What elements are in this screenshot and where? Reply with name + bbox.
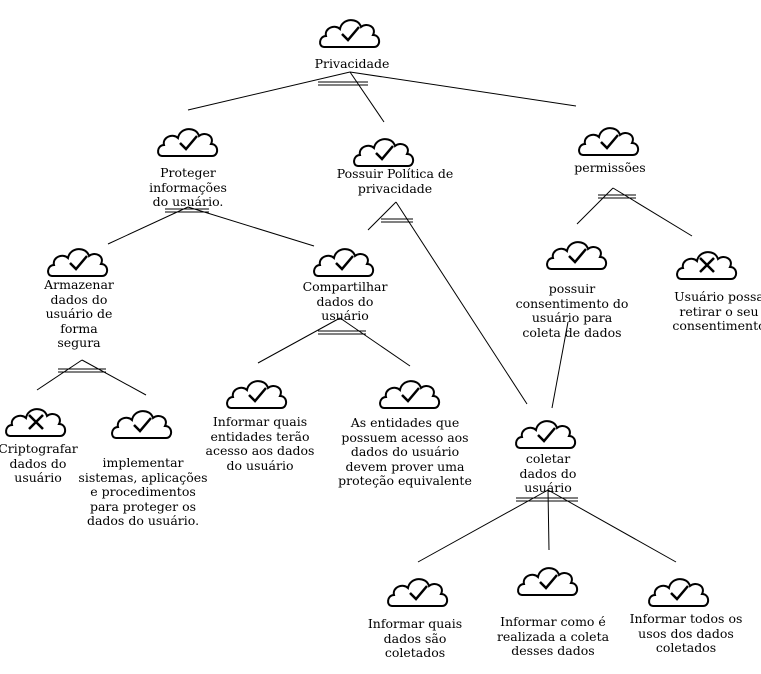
cloud-icon [517, 567, 579, 596]
cloud-icon [313, 248, 375, 277]
label-politica: Possuir Política de privacidade [336, 166, 454, 196]
connector-line [547, 489, 677, 563]
cross-icon [28, 414, 44, 430]
cloud-icon [157, 128, 219, 157]
connector-line [81, 359, 147, 396]
cloud-check-icon [319, 19, 381, 48]
cloud-check-icon [515, 420, 577, 449]
connector-line [367, 201, 397, 231]
connector-line [547, 489, 550, 551]
check-icon [670, 585, 689, 601]
cloud-check-icon [353, 138, 415, 167]
label-permissoes: permissões [574, 160, 646, 175]
cloud-icon [47, 248, 109, 277]
label-proteger: Proteger informações do usuário. [149, 165, 227, 209]
cloud-icon [111, 410, 173, 439]
check-icon [600, 134, 619, 150]
cloud-icon [546, 241, 608, 270]
connector-line [187, 206, 315, 247]
check-icon [375, 145, 394, 161]
connector-line [187, 71, 351, 111]
label-retirar: Usuário possa retirar o seu consentiment… [672, 289, 761, 333]
label-criptografar: Criptografar dados do usuário [0, 441, 78, 485]
cloud-icon [515, 420, 577, 449]
check-icon [568, 248, 587, 264]
connector-line [349, 71, 577, 107]
label-informar-usos: Informar todos os usos dos dados coletad… [629, 611, 743, 655]
label-informar-como: Informar como é realizada a coleta desse… [496, 614, 610, 658]
label-armazenar: Armazenar dados do usuário de forma segu… [44, 277, 114, 350]
connector-line [551, 321, 569, 409]
check-icon [335, 255, 354, 271]
check-icon [133, 417, 152, 433]
check-icon [409, 585, 428, 601]
check-icon [69, 255, 88, 271]
connector-line [417, 489, 549, 563]
cross-icon [699, 257, 715, 273]
check-icon [248, 387, 267, 403]
cloud-check-icon [578, 127, 640, 156]
cloud-check-icon [546, 241, 608, 270]
cloud-icon [379, 380, 441, 409]
check-icon [401, 387, 420, 403]
cloud-icon [226, 380, 288, 409]
cloud-check-icon [313, 248, 375, 277]
cloud-cross-icon [5, 408, 67, 437]
cloud-cross-icon [676, 251, 738, 280]
connector-line [339, 317, 411, 367]
cloud-check-icon [517, 567, 579, 596]
connector-line [36, 359, 83, 391]
label-privacidade: Privacidade [314, 56, 390, 71]
cloud-check-icon [47, 248, 109, 277]
connector-line [107, 206, 189, 245]
label-consentimento: possuir consentimento do usuário para co… [515, 281, 629, 340]
label-compartilhar: Compartilhar dados do usuário [302, 279, 388, 323]
check-icon [179, 135, 198, 151]
label-entidades: As entidades que possuem acesso aos dado… [338, 415, 472, 488]
label-coletar: coletar dados do usuário [519, 451, 577, 495]
cloud-check-icon [648, 578, 710, 607]
connector-line [349, 71, 385, 123]
label-informar-dados: Informar quais dados são coletados [367, 616, 463, 660]
connector-line [257, 317, 341, 364]
label-informar-quais: Informar quais entidades terão acesso ao… [205, 414, 315, 473]
cloud-icon [578, 127, 640, 156]
cloud-icon [319, 19, 381, 48]
cloud-icon [387, 578, 449, 607]
cloud-icon [353, 138, 415, 167]
connector-line [395, 201, 528, 405]
cloud-check-icon [226, 380, 288, 409]
cloud-check-icon [157, 128, 219, 157]
connector-line [612, 187, 693, 237]
label-implementar: implementar sistemas, aplicações e proce… [78, 455, 208, 528]
connector-line [576, 187, 614, 225]
check-icon [539, 574, 558, 590]
cloud-icon [648, 578, 710, 607]
check-icon [537, 427, 556, 443]
cloud-check-icon [111, 410, 173, 439]
cloud-check-icon [379, 380, 441, 409]
cloud-check-icon [387, 578, 449, 607]
check-icon [341, 26, 360, 42]
